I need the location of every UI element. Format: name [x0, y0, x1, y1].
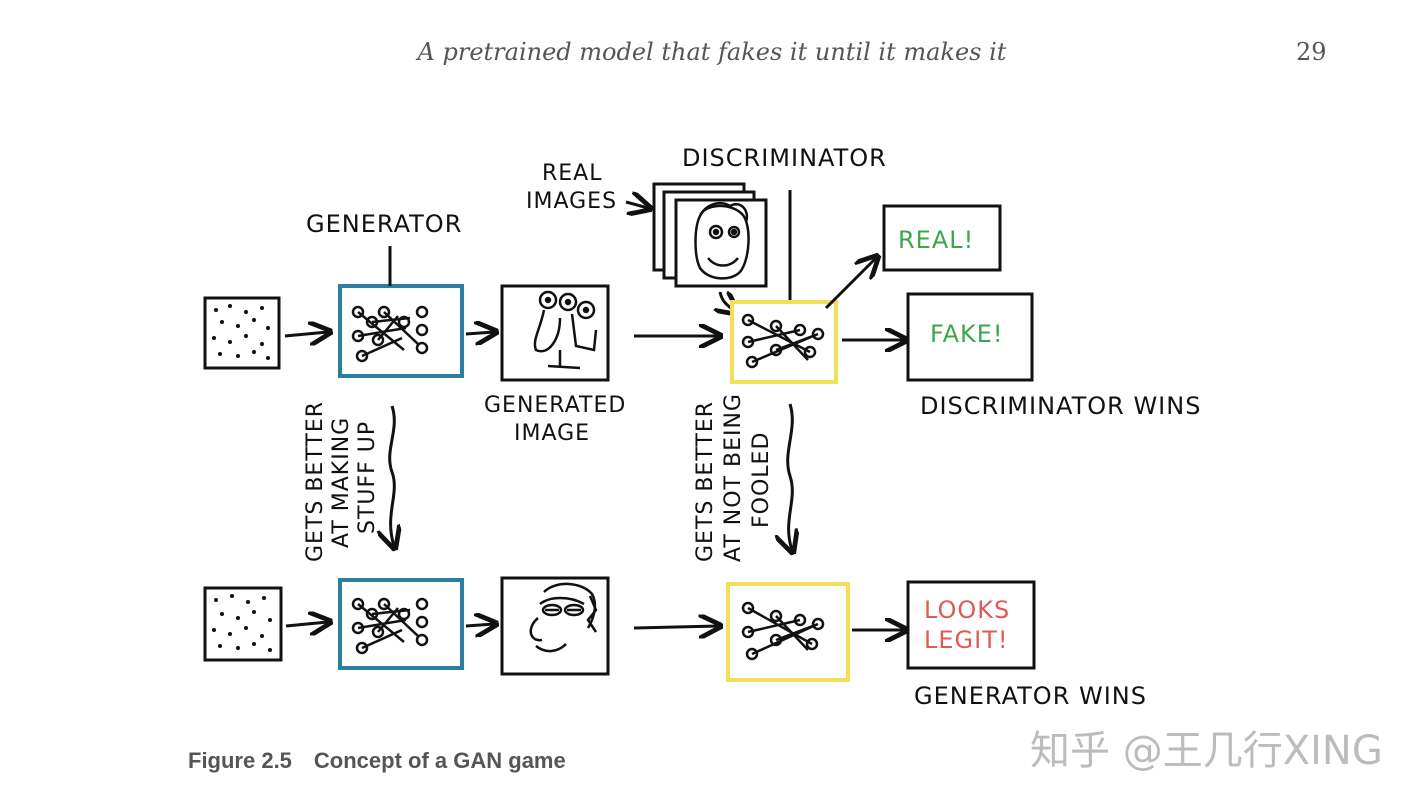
- figure-caption: Figure 2.5 Concept of a GAN game: [188, 748, 566, 774]
- generator-box-top: [338, 284, 464, 378]
- fake-verdict-text: FAKE!: [930, 320, 1004, 348]
- arrow-noise-to-generator-bottom: [285, 622, 328, 626]
- real-images-stack: [652, 182, 768, 288]
- looks-legit-box: [906, 580, 1036, 670]
- generator-improves-note: GETS BETTER AT MAKING STUFF UP: [303, 401, 380, 562]
- discriminator-box-bottom: [726, 582, 850, 682]
- generated-image-bottom: [500, 576, 610, 676]
- real-verdict-text: REAL!: [898, 226, 974, 254]
- gen-better-line2: AT MAKING: [329, 417, 354, 548]
- generated-image-label-line1: GENERATED: [484, 393, 626, 418]
- figure-number: Figure 2.5: [188, 748, 292, 773]
- fake-verdict-box: [906, 292, 1034, 382]
- gen-better-line3: STUFF UP: [355, 421, 380, 534]
- generator-box-bottom: [338, 578, 464, 670]
- discriminator-label: DISCRIMINATOR: [682, 144, 887, 172]
- noise-input-bottom: [203, 586, 283, 662]
- disc-better-line2: AT NOT BEING: [721, 393, 746, 562]
- page-number: 29: [1296, 38, 1327, 66]
- gen-better-line1: GETS BETTER: [303, 401, 328, 562]
- real-verdict-box: [882, 204, 1002, 272]
- looks-legit-line2: LEGIT!: [924, 626, 1009, 654]
- watermark: 知乎 @王几行XING: [1030, 728, 1383, 774]
- real-images-label-line1: REAL: [542, 161, 603, 186]
- arrow-generator-to-image-top: [465, 332, 494, 334]
- figure-caption-text: Concept of a GAN game: [313, 748, 566, 773]
- arrow-generator-improves: [390, 405, 395, 546]
- discriminator-box-top: [730, 300, 838, 384]
- arrow-generator-to-image-bottom: [465, 624, 494, 626]
- arrow-discriminator-improves: [788, 403, 793, 550]
- disc-better-line3: FOOLED: [749, 432, 774, 528]
- arrow-image-to-discriminator-bottom: [633, 626, 718, 628]
- generator-wins-label: GENERATOR WINS: [914, 682, 1147, 710]
- noise-input-top: [203, 296, 281, 370]
- real-images-label-line2: IMAGES: [526, 189, 617, 214]
- arrow-noise-to-generator-top: [284, 332, 328, 336]
- disc-better-line1: GETS BETTER: [693, 401, 718, 562]
- arrow-real-label-to-stack: [625, 202, 648, 208]
- looks-legit-line1: LOOKS: [924, 596, 1010, 624]
- discriminator-wins-label: DISCRIMINATOR WINS: [920, 392, 1201, 420]
- discriminator-improves-note: GETS BETTER AT NOT BEING FOOLED: [693, 393, 774, 562]
- generated-image-label-line2: IMAGE: [514, 421, 590, 446]
- running-title: A pretrained model that fakes it until i…: [417, 38, 1007, 66]
- generated-image-top: [500, 284, 610, 382]
- generator-label: GENERATOR: [306, 210, 462, 238]
- arrow-to-real-verdict: [824, 258, 876, 310]
